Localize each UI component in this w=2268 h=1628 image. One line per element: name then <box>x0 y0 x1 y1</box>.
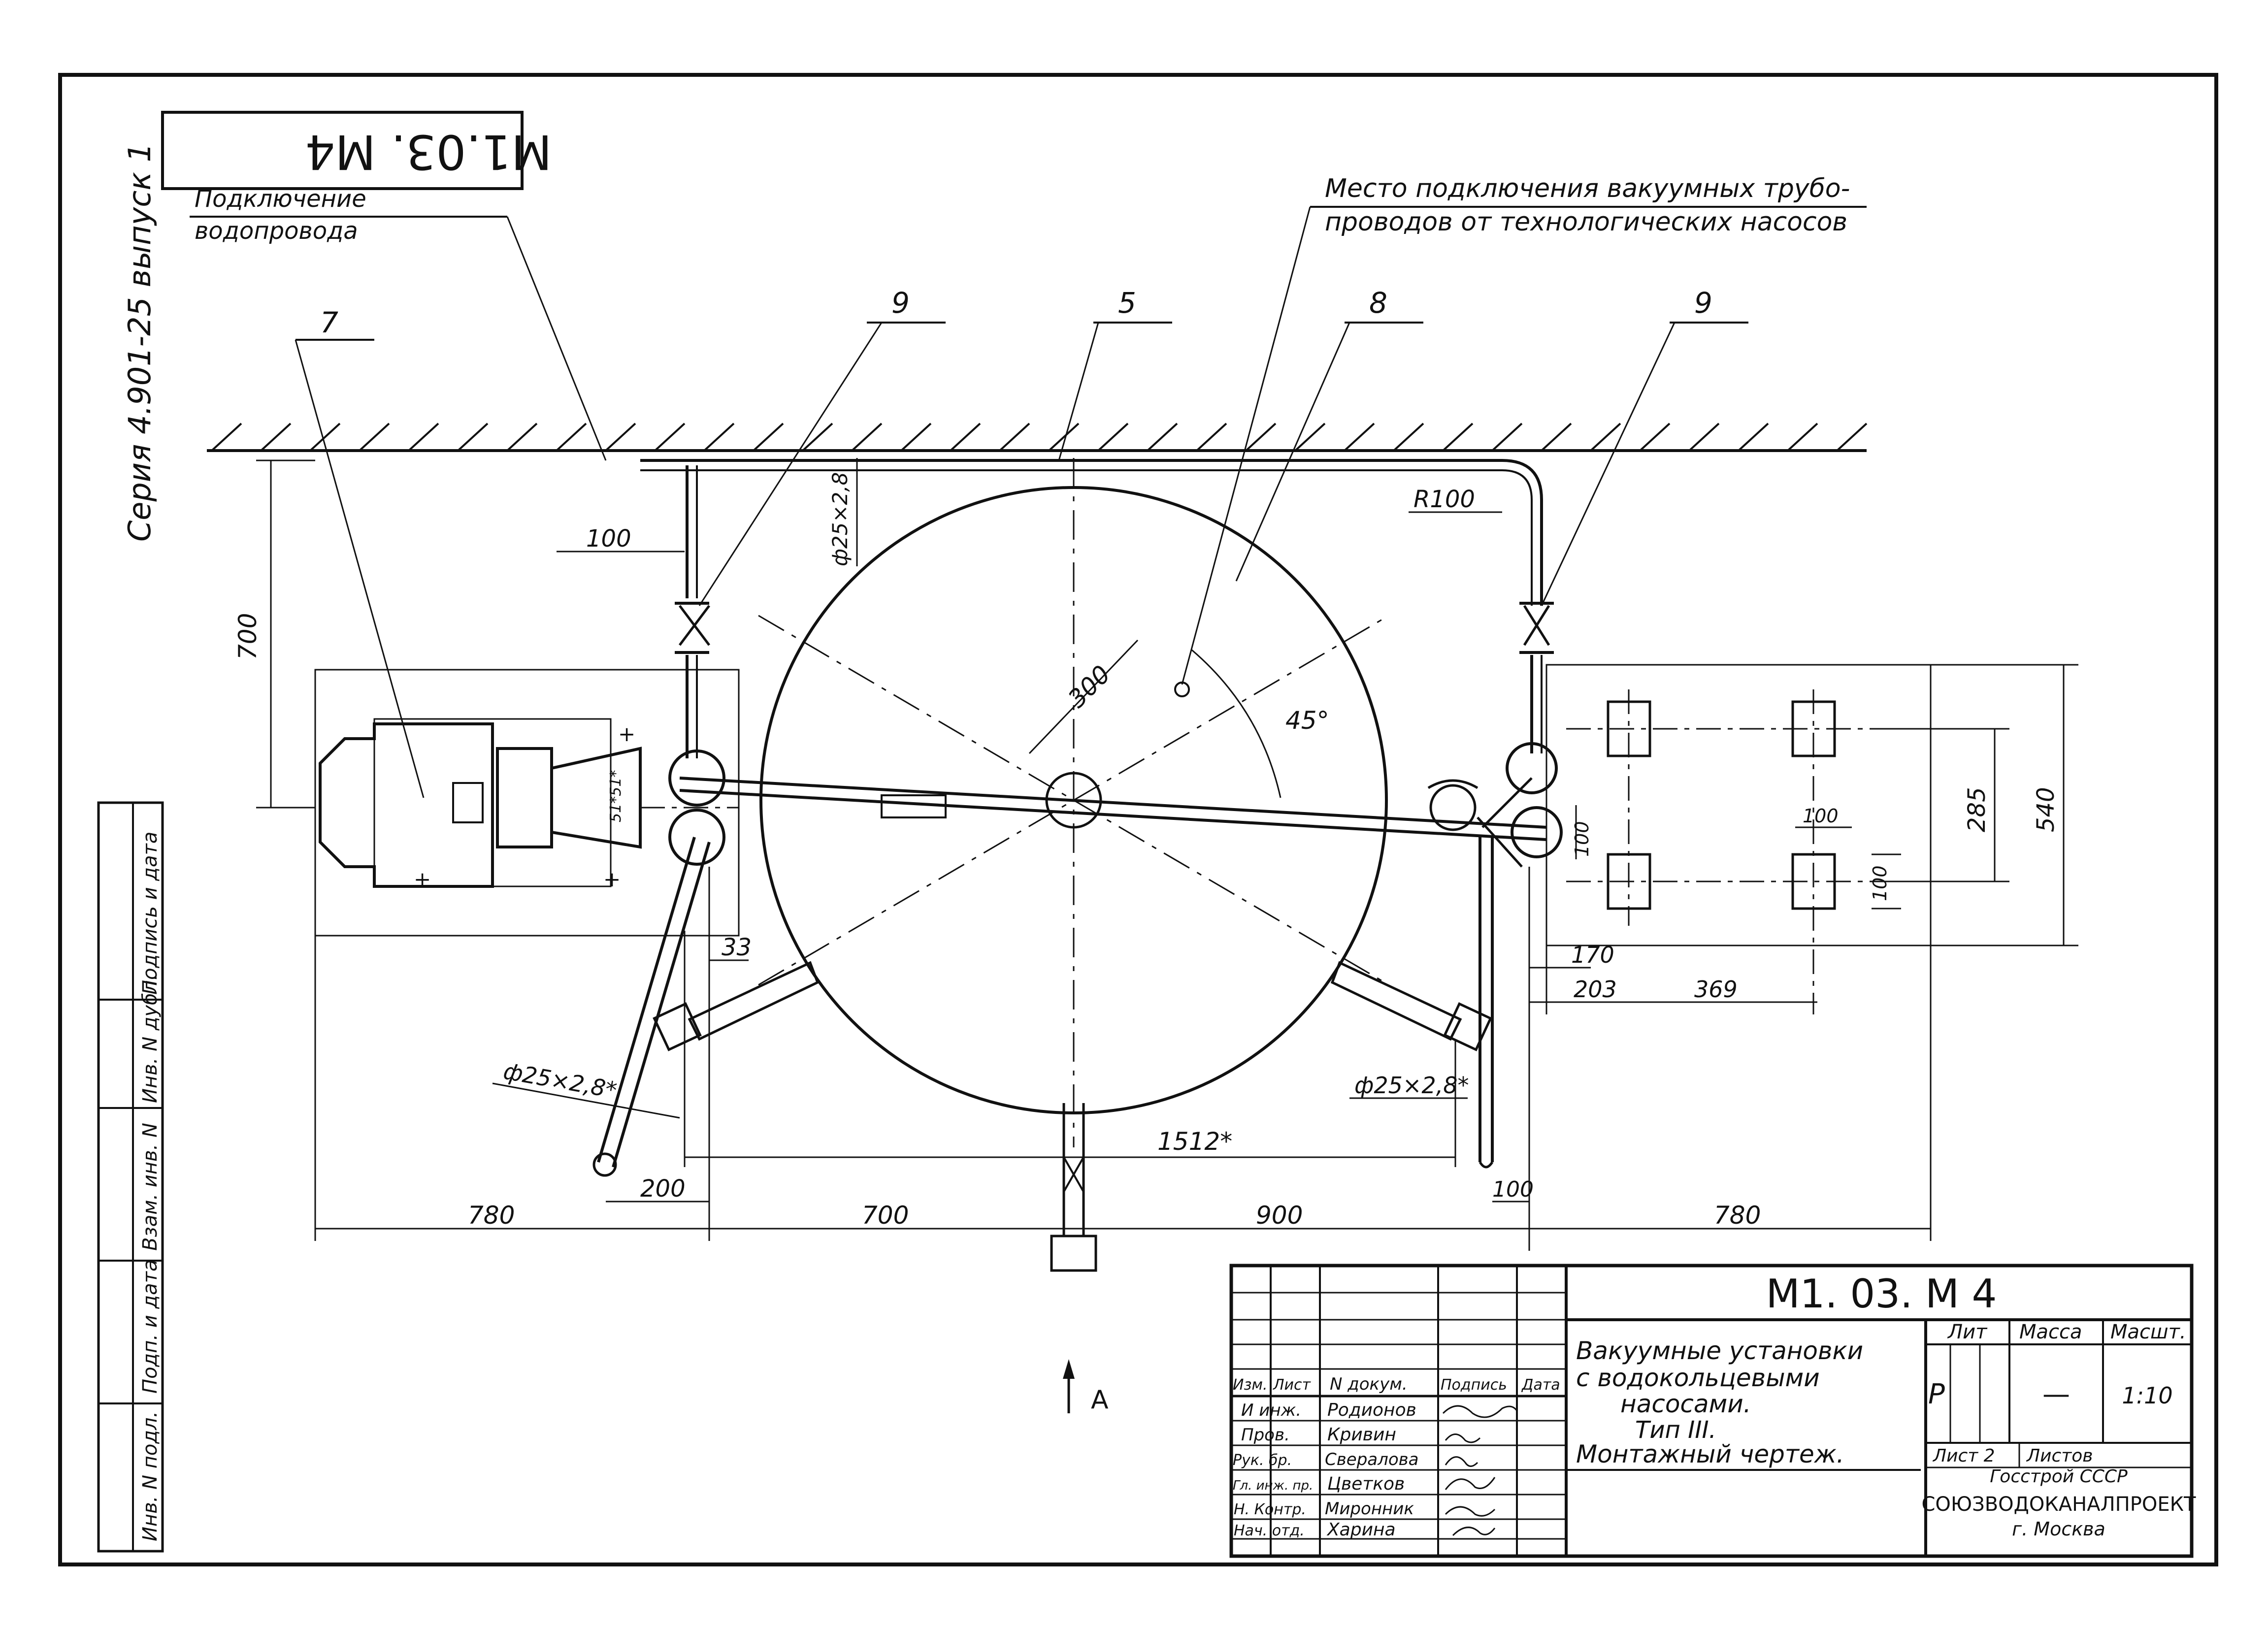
plus-mark-2: + <box>414 867 431 891</box>
col-label-3: Взам. инв. N <box>139 1123 162 1251</box>
plus-mark-3: + <box>603 867 621 891</box>
dim-900-bot: 900 <box>1256 1201 1303 1230</box>
dimension-lines <box>256 458 2078 1251</box>
row-role-6: Нач. отд. <box>1234 1522 1305 1539</box>
dim-780-left: 780 <box>468 1201 515 1230</box>
col-label-4: Инв. N дубл. <box>139 974 162 1103</box>
plus-mark-1: + <box>618 722 635 746</box>
dim-pipe-top: ф25×2,8 <box>828 472 852 566</box>
row-name-6: Харина <box>1326 1520 1396 1540</box>
vacuum-line2: проводов от технологических насосов <box>1325 207 1847 237</box>
lit-value: Р <box>1928 1378 1945 1410</box>
outer-frame <box>58 73 2218 1566</box>
row-role-3: Рук. бр. <box>1233 1452 1292 1469</box>
water-supply-note: Подключение водопровода <box>190 185 607 461</box>
row-name-5: Миронник <box>1325 1499 1414 1519</box>
callout-9-left: 9 <box>891 286 910 320</box>
tank <box>653 458 1492 1272</box>
org-line-2: СОЮЗВОДОКАНАЛПРОЕКТ <box>1922 1493 2197 1516</box>
dimension-texts: 700 100 ф25×2,8 R100 300 45° 33 ф25×2,8*… <box>233 472 2060 1230</box>
dim-285: 285 <box>1963 787 1991 832</box>
dim-369: 369 <box>1694 976 1738 1003</box>
dim-540: 540 <box>2032 787 2060 832</box>
dim-1512: 1512* <box>1157 1127 1232 1156</box>
water-supply-line2: водопровода <box>195 217 358 245</box>
top-pipe <box>640 459 1554 758</box>
col-label-5: Подпись и дата <box>139 832 162 995</box>
dim-170: 170 <box>1571 942 1614 968</box>
scale-value: 1:10 <box>2122 1382 2172 1409</box>
sheets-label: Листов <box>2026 1446 2093 1466</box>
dim-100-pad-a: 100 <box>1803 805 1839 827</box>
dim-51: 51*51* <box>607 770 625 822</box>
desc-line-3: насосами. <box>1620 1390 1751 1418</box>
main-beam <box>679 777 1547 841</box>
motor: + + + 51*51* <box>314 669 740 937</box>
row-role-4: Гл. инж. пр. <box>1233 1478 1313 1493</box>
col-label-2: Подп. и дата <box>139 1260 162 1394</box>
desc-line-4: Тип III. <box>1635 1416 1716 1444</box>
dim-pipe-right: ф25×2,8* <box>1354 1072 1469 1099</box>
row-role-5: Н. Контр. <box>1234 1501 1306 1518</box>
dim-r100: R100 <box>1413 486 1475 513</box>
dim-33: 33 <box>722 934 752 961</box>
hdr-massa: Масса <box>2019 1321 2082 1343</box>
series-label: Серия 4.901-25 выпуск 1 <box>122 143 158 542</box>
hdr-masht: Масшт. <box>2110 1321 2186 1343</box>
row-name-1: Родионов <box>1327 1400 1416 1420</box>
row-name-3: Свералова <box>1325 1450 1419 1469</box>
water-supply-line1: Подключение <box>195 185 366 213</box>
callout-8: 8 <box>1369 286 1387 320</box>
row-role-1: И инж. <box>1241 1400 1301 1420</box>
org-line-1: Госстрой СССР <box>1990 1466 2128 1487</box>
right-pump <box>1427 742 1563 1169</box>
row-name-2: Кривин <box>1327 1425 1396 1445</box>
wall-hatching <box>207 423 1868 452</box>
hdr-data: Дата <box>1521 1376 1560 1394</box>
stamp-text: M1.03. M4 <box>305 124 552 179</box>
callout-5: 5 <box>1118 286 1136 320</box>
vacuum-connection-note: Место подключения вакуумных трубо- прово… <box>1181 174 1867 685</box>
callout-9-right: 9 <box>1694 286 1712 320</box>
vacuum-line1: Место подключения вакуумных трубо- <box>1325 174 1850 203</box>
callouts: 7 9 5 8 9 <box>295 286 1748 798</box>
desc-line-1: Вакуумные установки <box>1576 1336 1863 1365</box>
massa-value: — <box>2042 1378 2070 1410</box>
signatures <box>1442 1405 1518 1536</box>
hdr-podpis: Подпись <box>1441 1376 1507 1394</box>
hdr-lit: Лит <box>1947 1321 1988 1343</box>
dim-100-pad-c: 100 <box>1869 865 1891 901</box>
designation: M1. 03. M 4 <box>1766 1271 1997 1317</box>
dim-45: 45° <box>1285 706 1329 735</box>
desc-line-2: с водокольцевыми <box>1576 1364 1820 1392</box>
sheet-label: Лист 2 <box>1932 1446 1995 1466</box>
dim-pipe-left: ф25×2,8* <box>501 1058 619 1104</box>
dim-300: 300 <box>1062 660 1116 713</box>
dim-100-top: 100 <box>586 525 631 553</box>
desc-line-5: Монтажный чертеж. <box>1576 1440 1844 1468</box>
revision-columns: Инв. N подл. Подп. и дата Взам. инв. N И… <box>97 801 164 1553</box>
dim-700-vert: 700 <box>233 613 262 660</box>
base-plate <box>1545 664 1932 1014</box>
col-label-1: Инв. N подл. <box>139 1411 162 1541</box>
dim-780-right: 780 <box>1714 1201 1761 1230</box>
dim-100-bot: 100 <box>1492 1177 1534 1202</box>
org-line-3: г. Москва <box>2012 1518 2105 1540</box>
title-block: Изм. Лист N докум. Подпись Дата И инж. Р… <box>1229 1264 2197 1558</box>
view-arrow-label: А <box>1091 1385 1109 1415</box>
row-role-2: Пров. <box>1241 1425 1290 1445</box>
dim-200: 200 <box>640 1175 686 1203</box>
hdr-ndokum: N докум. <box>1330 1374 1408 1394</box>
stamp-box <box>161 111 524 190</box>
hdr-list: Лист <box>1273 1376 1312 1394</box>
callout-7: 7 <box>320 306 338 339</box>
left-diagonal-pipe <box>592 837 711 1177</box>
dim-203: 203 <box>1574 976 1617 1003</box>
dim-100-pad-b: 100 <box>1571 821 1593 857</box>
dim-700-bot: 700 <box>862 1201 909 1230</box>
view-arrow: А <box>1063 1359 1109 1415</box>
row-name-4: Цветков <box>1327 1474 1405 1494</box>
hdr-izm: Изм. <box>1233 1376 1268 1394</box>
